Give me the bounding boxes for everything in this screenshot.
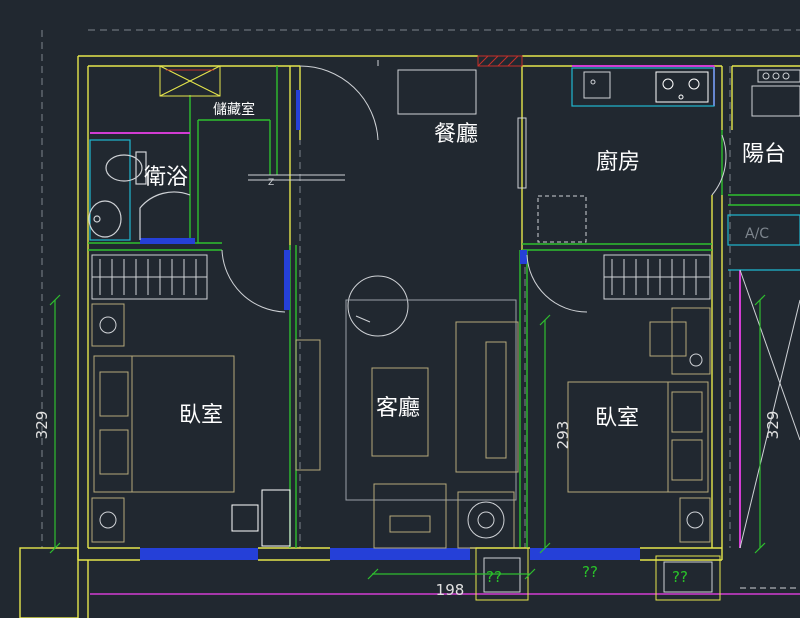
bed-right: [567, 381, 709, 493]
bed-left: [93, 355, 235, 493]
unknown-label-1: ??: [486, 568, 502, 586]
ac-label: A/C: [745, 226, 769, 242]
balcony-fixtures: [739, 69, 800, 549]
room-label-bathroom: 衛浴: [144, 165, 188, 190]
stove-icon: [655, 71, 709, 103]
room-label-living: 客廳: [376, 396, 420, 421]
unknown-label-3: ??: [672, 568, 688, 586]
windows: [140, 90, 640, 560]
dimension-bottom-width: 198: [436, 581, 465, 599]
dimension-lines: [49, 294, 766, 580]
right-bedroom-furniture: [567, 254, 711, 543]
toilet-icon: [105, 154, 143, 182]
door-swings: [221, 60, 727, 313]
unknown-label-2: ??: [582, 563, 598, 581]
washbasin-icon: [88, 200, 122, 238]
accent-lines: [90, 65, 741, 548]
room-label-bedroom-left: 臥室: [179, 403, 223, 428]
kitchen-sink-icon: [583, 71, 611, 99]
dining-furniture: [248, 69, 587, 243]
room-label-kitchen: 廚房: [596, 150, 640, 175]
dimension-right-height: 329: [764, 411, 782, 440]
room-label-bedroom-right: 臥室: [595, 406, 639, 431]
vent-box: [159, 65, 221, 97]
room-label-balcony: 陽台: [742, 142, 786, 167]
cyan-fixtures: [89, 67, 800, 271]
small-mark-label: Z: [268, 178, 274, 188]
reference-grid: [41, 29, 800, 548]
room-label-storage: 儲藏室: [213, 101, 255, 118]
red-hatch: [477, 55, 523, 67]
room-label-dining: 餐廳: [434, 122, 478, 147]
dimension-left-height: 329: [33, 411, 51, 440]
bathroom-fixtures: [88, 151, 191, 240]
living-furniture: [295, 275, 519, 549]
left-bedroom-furniture: [91, 254, 291, 547]
outer-walls: [19, 55, 800, 618]
dimension-bedroom-height: 293: [554, 421, 572, 450]
